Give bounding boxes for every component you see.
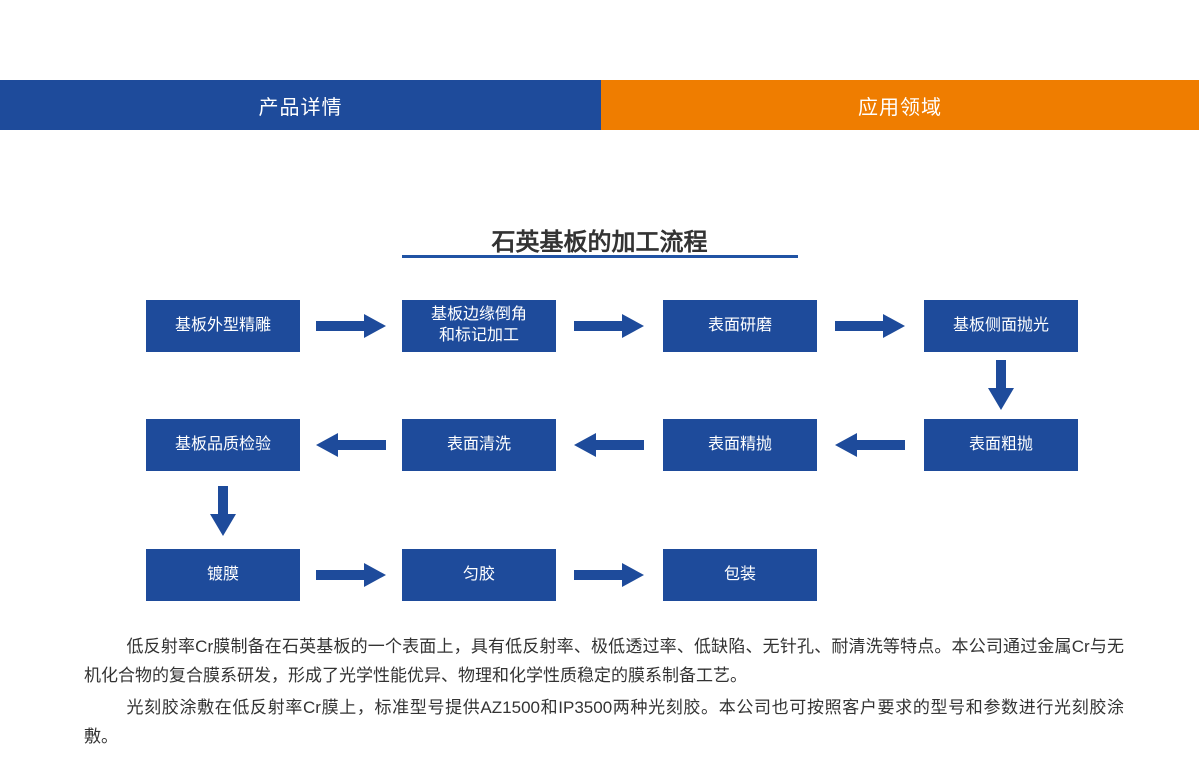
arrow-down-icon (988, 360, 1014, 410)
flow-step-rough-polishing: 表面粗抛 (924, 419, 1078, 471)
flow-step-surface-cleaning: 表面清洗 (402, 419, 556, 471)
flow-step-substrate-shaping: 基板外型精雕 (146, 300, 300, 352)
product-description: 低反射率Cr膜制备在石英基板的一个表面上，具有低反射率、极低透过率、低缺陷、无针… (84, 632, 1124, 751)
arrow-right-icon (316, 314, 386, 338)
arrow-right-icon (574, 563, 644, 587)
flow-step-surface-grinding: 表面研磨 (663, 300, 817, 352)
tab-application-areas-label: 应用领域 (858, 96, 942, 119)
flow-step-quality-inspection: 基板品质检验 (146, 419, 300, 471)
flowchart-title: 石英基板的加工流程 (491, 229, 708, 256)
flow-step-resist-spin-coating: 匀胶 (402, 549, 556, 601)
arrow-right-icon (835, 314, 905, 338)
arrow-down-icon (210, 486, 236, 536)
arrow-left-icon (574, 433, 644, 457)
tab-bar: 产品详情 应用领域 (0, 80, 1199, 130)
flow-step-coating: 镀膜 (146, 549, 300, 601)
title-underline (402, 255, 798, 258)
arrow-left-icon (316, 433, 386, 457)
tab-product-details[interactable]: 产品详情 (0, 80, 601, 130)
tab-application-areas[interactable]: 应用领域 (601, 80, 1199, 130)
arrow-right-icon (316, 563, 386, 587)
arrow-left-icon (835, 433, 905, 457)
flow-step-packaging: 包装 (663, 549, 817, 601)
tab-product-details-label: 产品详情 (258, 96, 343, 119)
flow-step-fine-polishing: 表面精抛 (663, 419, 817, 471)
description-paragraph-photoresist: 光刻胶涂敷在低反射率Cr膜上，标准型号提供AZ1500和IP3500两种光刻胶。… (84, 698, 1124, 746)
flow-step-edge-chamfer-marking: 基板边缘倒角 和标记加工 (402, 300, 556, 352)
arrow-right-icon (574, 314, 644, 338)
description-paragraph-cr-film: 低反射率Cr膜制备在石英基板的一个表面上，具有低反射率、极低透过率、低缺陷、无针… (84, 637, 1124, 685)
flow-step-side-polishing: 基板侧面抛光 (924, 300, 1078, 352)
